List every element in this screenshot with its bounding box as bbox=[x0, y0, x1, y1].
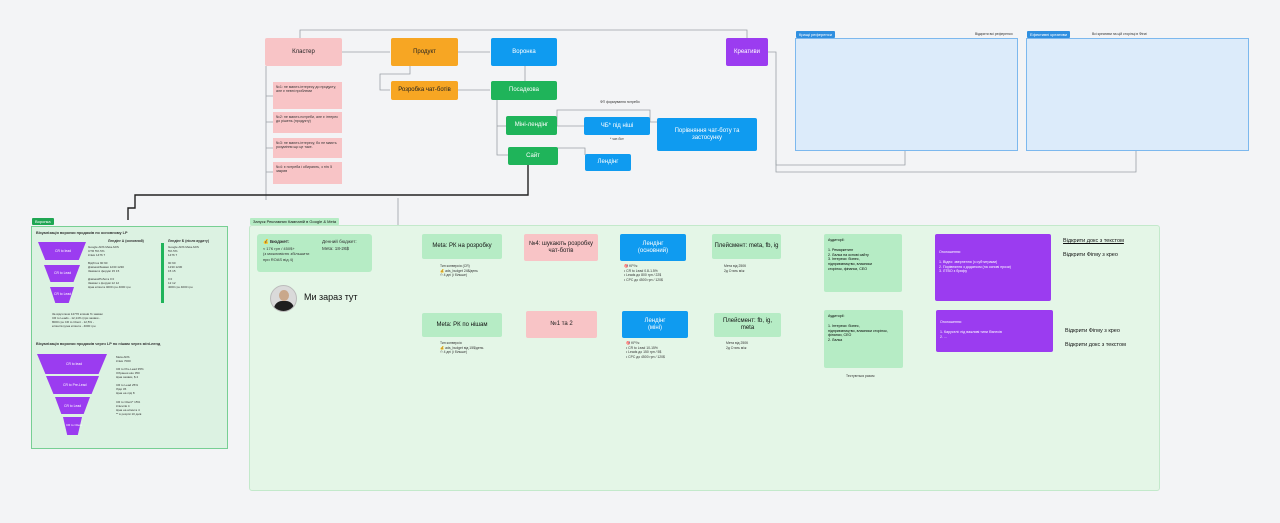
funnel-title-1: Візуалізація воронки продажів по основно… bbox=[36, 231, 128, 235]
bot-dev-label: Розробка чат-ботів bbox=[398, 87, 451, 94]
row2-kpi: 🎯 KPI’s: • CR to Lead 10-15% • Leads до … bbox=[626, 341, 665, 359]
row1-kpi: 🎯 KPI’s: • CR to Lead 0.8-1.5% • Leads д… bbox=[624, 264, 663, 282]
row2-open-doc-link[interactable]: Відкрити докс з текстом bbox=[1065, 342, 1126, 348]
funnel1-stage-1-label: CR to lead bbox=[55, 249, 72, 253]
budget-text: ≈ 17К грн / 450$+ (з можливістю збільшит… bbox=[263, 246, 310, 262]
product-node[interactable]: Продукт bbox=[391, 38, 458, 66]
segment-note-4: №4: є потреба і обирають, з п'ю 5 закрив bbox=[273, 162, 342, 184]
chatbot-niche-node[interactable]: ЧБ* під ніші bbox=[584, 117, 650, 135]
row2-placement-node[interactable]: Плейсмент: fb, ig, meta bbox=[714, 313, 781, 337]
funnel1-stage-3-label: CR to Lead bbox=[54, 292, 72, 296]
cluster-node[interactable]: Кластер bbox=[265, 38, 342, 66]
funnel-label: Воронка bbox=[512, 48, 536, 55]
landing-a-header: Лендінг А (основний) bbox=[108, 239, 144, 243]
daily-budget-value: Meta: 18-26$ bbox=[322, 246, 350, 251]
landing-page-label: Посадкова bbox=[509, 87, 539, 94]
segment-note-1: №1: не мають інтересу до продукту, але є… bbox=[273, 82, 342, 109]
row2-segment-node[interactable]: №1 та 2 bbox=[526, 311, 597, 338]
funnel1-divider bbox=[161, 243, 164, 303]
row2-landing-label: Лендінг (міні) bbox=[644, 317, 666, 331]
chatbot-footnote: * чат-бот bbox=[610, 137, 624, 141]
row1-campaign-node[interactable]: Meta: РК на розробку bbox=[422, 234, 502, 259]
funnel2-stage-1 bbox=[37, 354, 107, 374]
creatives-node[interactable]: Креативи bbox=[726, 38, 768, 66]
row1-open-doc-link[interactable]: Відкрити докс з текстом bbox=[1063, 238, 1124, 244]
effective-creatives-frame[interactable] bbox=[1026, 38, 1249, 151]
chatbot-niche-label: ЧБ* під ніші bbox=[600, 122, 634, 129]
funnel1-stage-2-label: CR to Lead bbox=[54, 271, 72, 275]
product-label: Продукт bbox=[413, 48, 436, 55]
best-references-frame[interactable] bbox=[795, 38, 1018, 151]
site-label: Сайт bbox=[526, 152, 540, 159]
row2-placement-note: Мета від 250К 2д Стать м/ж bbox=[726, 341, 749, 350]
landing-page-node[interactable]: Посадкова bbox=[491, 81, 557, 100]
creatives-label: Креативи bbox=[733, 48, 760, 55]
row2-placement-label: Плейсмент: fb, ig, meta bbox=[722, 318, 773, 331]
row2-ads-card: Оголошення: 1. Каруселі: під важливі тип… bbox=[936, 310, 1053, 352]
row1-open-figma-link[interactable]: Відкрити Фігму з крео bbox=[1063, 252, 1118, 258]
budget-card bbox=[257, 234, 372, 272]
funnel2-stage-4-label: CR to Client bbox=[66, 423, 83, 427]
landing-small-label: Лендінг bbox=[597, 159, 619, 166]
funnel-frame-tag: Воронка bbox=[32, 218, 54, 225]
effective-creatives-tag: Ефективні креативи bbox=[1027, 31, 1071, 38]
we-are-here-label: Ми зараз тут bbox=[304, 292, 358, 302]
compare-label: Порівняння чат-боту та застосунку bbox=[674, 127, 740, 141]
cluster-label: Кластер bbox=[292, 48, 315, 55]
segment-note-2: №2: не мають потреби, але є інтерес до р… bbox=[273, 112, 342, 133]
mini-landing-node[interactable]: Міні-лендінг bbox=[506, 116, 557, 135]
row1-landing-label: Лендінг (основний) bbox=[637, 240, 669, 254]
row2-landing-node[interactable]: Лендінг (міні) bbox=[622, 311, 688, 338]
funnel-title-2: Візуалізація воронки продажів через LP п… bbox=[36, 342, 161, 346]
funnel2-stage-3 bbox=[55, 397, 90, 414]
tested-together-label: Тестуються разом bbox=[846, 374, 875, 378]
funnel2-table: Meta ADS Кліки 7000 CR to Pre-Lead 35% О… bbox=[116, 355, 144, 416]
row1-segment-node[interactable]: №4: шукають розробку чат-ботів bbox=[524, 234, 598, 261]
row2-audience-card: Аудиторії: 1. Інтереси: бізнес, підприєм… bbox=[824, 310, 903, 368]
row1-audience-card: Аудиторії: 1. Ремаркетинг 2. Лалка на ос… bbox=[824, 234, 902, 292]
funnel2-stage-3-label: CR to Lead bbox=[64, 404, 82, 408]
landing-small-node[interactable]: Лендінг bbox=[585, 154, 631, 171]
row1-campaign-label: Meta: РК на розробку bbox=[432, 243, 492, 250]
row1-segment-label: №4: шукають розробку чат-ботів bbox=[528, 240, 594, 254]
avatar bbox=[270, 285, 297, 312]
best-references-tag: Кращі референси bbox=[796, 31, 835, 38]
row1-placement-note: Мета від 250К 2д Стать м/ж bbox=[724, 264, 747, 273]
row2-campaign-node[interactable]: Meta: РК по нішам bbox=[422, 313, 502, 337]
all-creatives-figma-link[interactable]: Всі креативи на цій сторінці в Фігмі bbox=[1092, 32, 1147, 36]
row1-campaign-note: Тип конверсія (CR) 💰 ads_budget 24$/день… bbox=[440, 264, 478, 278]
budget-title: 💰 Бюджет: bbox=[263, 239, 290, 244]
funnel2-stage-1-label: CR to lead bbox=[66, 362, 83, 366]
funnel1-stage-2 bbox=[44, 265, 80, 282]
mini-landing-label: Міні-лендінг bbox=[514, 122, 549, 129]
funnel-node[interactable]: Воронка bbox=[491, 38, 557, 66]
avatar-body-shape bbox=[274, 301, 294, 311]
open-all-references-link[interactable]: Відкрити всі референси bbox=[975, 32, 1013, 36]
row2-campaign-note: Тип конверсія 💰 ads_budget від 15$/день … bbox=[440, 341, 484, 355]
row1-ads-card: Оголошення: 1. Відео: звернення (з субти… bbox=[935, 234, 1051, 301]
funnel1-table-a: Google ADS Meta ADS CTR 5% 5% Кліки 1476… bbox=[88, 245, 131, 290]
funnel1-table-b: Google ADS Meta ADS 5% 5% 1476 7 90 90 1… bbox=[168, 245, 199, 290]
daily-budget-title: Денний бюджет: bbox=[322, 239, 357, 244]
funnel2-stage-2-label: CR to Pre-Lead bbox=[63, 383, 87, 387]
bot-dev-node[interactable]: Розробка чат-ботів bbox=[391, 81, 458, 100]
row1-placement-node[interactable]: Плейсмент: meta, fb, ig bbox=[712, 234, 781, 259]
funnel2-stage-2 bbox=[46, 376, 99, 394]
row1-placement-label: Плейсмент: meta, fb, ig bbox=[714, 243, 779, 250]
landing-b-header: Лендінг Б (після аудиту) bbox=[168, 239, 209, 243]
campaign-frame-tag: Запуск Рекламних Кампаній в Google & Met… bbox=[250, 218, 340, 225]
avatar-face-shape bbox=[279, 290, 289, 301]
funnel1-summary: За відсотком 14776 клієнів % заявки CR t… bbox=[52, 312, 103, 329]
funnel2-stage-4 bbox=[63, 417, 82, 435]
funnel1-stage-3 bbox=[50, 287, 74, 303]
fp-label: ФП формування потреби bbox=[600, 100, 640, 104]
row2-campaign-label: Meta: РК по нішам bbox=[436, 321, 488, 328]
row2-open-figma-link[interactable]: Відкрити Фігму з крео bbox=[1065, 328, 1120, 334]
compare-node[interactable]: Порівняння чат-боту та застосунку bbox=[657, 118, 757, 151]
segment-note-3: №3: не мають інтересу, бо не мають розум… bbox=[273, 138, 342, 158]
funnel1-stage-1 bbox=[38, 242, 86, 260]
row2-segment-label: №1 та 2 bbox=[550, 321, 573, 328]
row1-landing-node[interactable]: Лендінг (основний) bbox=[620, 234, 686, 261]
site-node[interactable]: Сайт bbox=[508, 147, 558, 165]
